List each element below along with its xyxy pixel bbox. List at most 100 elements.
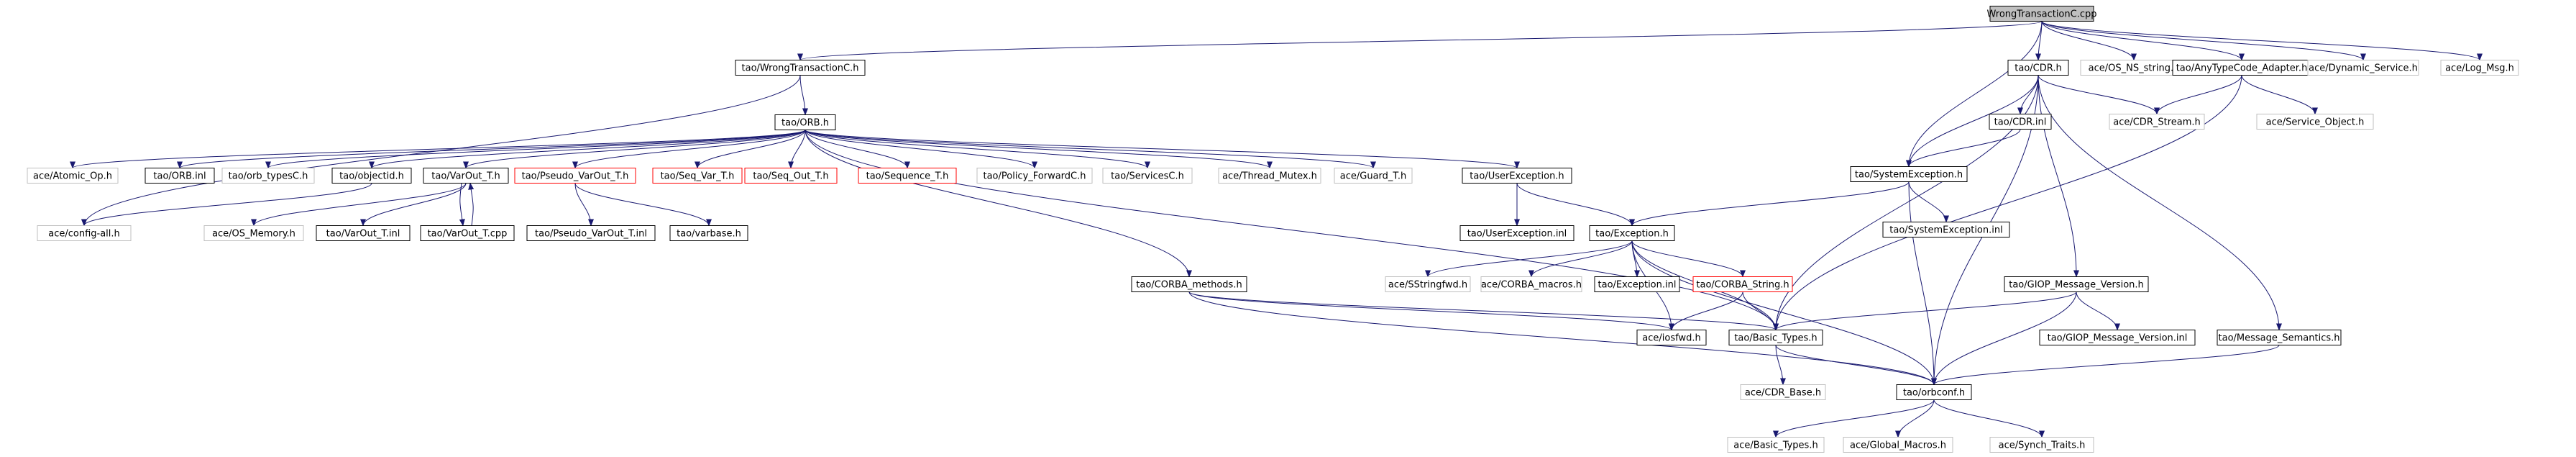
edge-basictypes-to-orbconf	[1775, 345, 1937, 386]
node-objectid[interactable]: tao/objectid.h	[331, 168, 412, 184]
node-cdrstream: ace/CDR_Stream.h	[2109, 114, 2205, 130]
node-label: ace/Atomic_Op.h	[33, 171, 112, 182]
node-userexc[interactable]: tao/UserException.h	[1462, 168, 1572, 184]
edges-layer	[70, 21, 2483, 438]
node-varout[interactable]: tao/VarOut_T.h	[423, 168, 509, 184]
node-box	[1589, 225, 1675, 241]
node-box	[2007, 60, 2069, 76]
node-pseudoinl[interactable]: tao/Pseudo_VarOut_T.inl	[526, 225, 656, 241]
edge-corbamethods-to-basictypes	[1188, 291, 1779, 331]
node-box	[423, 168, 509, 184]
node-label: tao/Basic_Types.h	[1734, 333, 1817, 344]
node-label: ace/Log_Msg.h	[2445, 63, 2514, 74]
node-sysexc[interactable]: tao/SystemException.h	[1850, 166, 1968, 182]
edge-userexc-to-exception	[1516, 183, 1635, 227]
node-box	[1989, 437, 2094, 453]
node-anytype[interactable]: tao/AnyTypeCode_Adapter.h	[2172, 60, 2311, 76]
nodes-layer: WrongTransactionC.cpp tao/WrongTransactio…	[27, 6, 2519, 453]
edge-exception-to-orbconf	[1631, 240, 1937, 386]
node-label: tao/GIOP_Message_Version.inl	[2048, 333, 2188, 344]
node-box	[2440, 60, 2519, 76]
node-label: tao/orb_typesC.h	[229, 171, 308, 182]
node-servicesc: tao/ServicesC.h	[1102, 168, 1193, 184]
edge-orbh-to-orbtypes	[265, 130, 806, 169]
node-box	[37, 225, 132, 241]
node-orbconf[interactable]: tao/orbconf.h	[1896, 384, 1972, 400]
node-varbase[interactable]: tao/varbase.h	[669, 225, 748, 241]
edge-root-to-wrongh	[797, 21, 2043, 61]
node-dynservice: ace/Dynamic_Service.h	[2307, 60, 2419, 76]
node-box	[1989, 114, 2052, 130]
node-box	[774, 114, 836, 130]
node-osmem: ace/OS_Memory.h	[203, 225, 304, 241]
node-varoutinl[interactable]: tao/VarOut_T.inl	[316, 225, 411, 241]
node-label: tao/Message_Semantics.h	[2219, 333, 2340, 344]
node-label: tao/VarOut_T.inl	[326, 229, 400, 240]
edge-wrongh-to-configall	[81, 75, 801, 227]
node-corbamethods[interactable]: tao/CORBA_methods.h	[1131, 276, 1247, 292]
node-userexcinl[interactable]: tao/UserException.inl	[1459, 225, 1575, 241]
node-seqvar[interactable]: tao/Seq_Var_T.h	[652, 168, 743, 184]
edge-orbh-to-servicesc	[805, 130, 1150, 169]
node-varoutcpp[interactable]: tao/VarOut_T.cpp	[420, 225, 515, 241]
node-box	[858, 168, 957, 184]
node-label: ace/Global_Macros.h	[1850, 440, 1946, 451]
node-giopverinl[interactable]: tao/GIOP_Message_Version.inl	[2039, 330, 2196, 345]
node-box	[2307, 60, 2419, 76]
node-basictypes[interactable]: tao/Basic_Types.h	[1728, 330, 1823, 345]
node-iosfwd[interactable]: ace/iosfwd.h	[1636, 330, 1707, 345]
node-label: tao/SystemException.inl	[1889, 225, 2002, 236]
node-box	[1850, 166, 1968, 182]
node-excinl[interactable]: tao/Exception.inl	[1594, 276, 1680, 292]
edge-giopver-to-orbconf	[1931, 291, 2077, 386]
node-orbh[interactable]: tao/ORB.h	[774, 114, 836, 130]
node-box	[735, 60, 866, 76]
node-seqout[interactable]: tao/Seq_Out_T.h	[744, 168, 838, 184]
edge-exception-to-corbastring	[1631, 240, 1746, 278]
node-label: tao/Exception.h	[1595, 229, 1669, 240]
node-box	[1740, 384, 1826, 400]
node-label: ace/Dynamic_Service.h	[2309, 63, 2418, 74]
node-msgsem[interactable]: tao/Message_Semantics.h	[2217, 330, 2342, 345]
edge-cdrinl-to-sysexc	[1906, 129, 2021, 168]
node-exception[interactable]: tao/Exception.h	[1589, 225, 1675, 241]
node-box	[2217, 330, 2342, 345]
edge-corbastring-to-iosfwd	[1669, 291, 1743, 331]
edge-anytype-to-cdrstream	[2154, 75, 2242, 115]
node-label: tao/ORB.h	[781, 118, 829, 129]
node-label: tao/CDR.inl	[1994, 117, 2047, 128]
node-label: tao/AnyTypeCode_Adapter.h	[2176, 63, 2308, 74]
node-label: ace/CDR_Stream.h	[2113, 117, 2201, 128]
node-label: tao/SystemException.h	[1855, 170, 1963, 181]
node-cdrh[interactable]: tao/CDR.h	[2007, 60, 2069, 76]
node-wrongh[interactable]: tao/WrongTransactionC.h	[735, 60, 866, 76]
edge-exception-to-sstringfwd	[1425, 240, 1633, 278]
node-box	[1131, 276, 1247, 292]
node-sysexcinl[interactable]: tao/SystemException.inl	[1882, 222, 2010, 237]
node-box	[744, 168, 838, 184]
node-cdrinl[interactable]: tao/CDR.inl	[1989, 114, 2052, 130]
node-orbinl[interactable]: tao/ORB.inl	[145, 168, 215, 184]
node-globalmacros: ace/Global_Macros.h	[1843, 437, 1953, 453]
node-label: tao/CDR.h	[2014, 63, 2061, 74]
node-sstringfwd: ace/SStringfwd.h	[1385, 276, 1471, 292]
node-orbtypes: tao/orb_typesC.h	[221, 168, 315, 184]
node-label: tao/Seq_Var_T.h	[661, 171, 735, 182]
node-root[interactable]: WrongTransactionC.cpp	[1986, 6, 2097, 22]
node-policyfwd: tao/Policy_ForwardC.h	[976, 168, 1093, 184]
edge-varoutcpp-to-varout	[468, 182, 475, 226]
node-box	[1334, 168, 1413, 184]
node-osns: ace/OS_NS_string.h	[2080, 60, 2188, 76]
node-label: ace/iosfwd.h	[1642, 333, 1700, 344]
node-giopver[interactable]: tao/GIOP_Message_Version.h	[2004, 276, 2149, 292]
edge-varout-to-varoutinl	[360, 183, 467, 227]
node-label: ace/Basic_Types.h	[1733, 440, 1818, 451]
node-sequence[interactable]: tao/Sequence_T.h	[858, 168, 957, 184]
node-corbastring[interactable]: tao/CORBA_String.h	[1692, 276, 1793, 292]
edge-orbh-to-policyfwd	[805, 130, 1037, 169]
node-label: tao/UserException.inl	[1467, 229, 1567, 240]
node-pseudo[interactable]: tao/Pseudo_VarOut_T.h	[514, 168, 636, 184]
edge-corbamethods-to-orbconf	[1188, 291, 1937, 386]
node-box	[27, 168, 119, 184]
